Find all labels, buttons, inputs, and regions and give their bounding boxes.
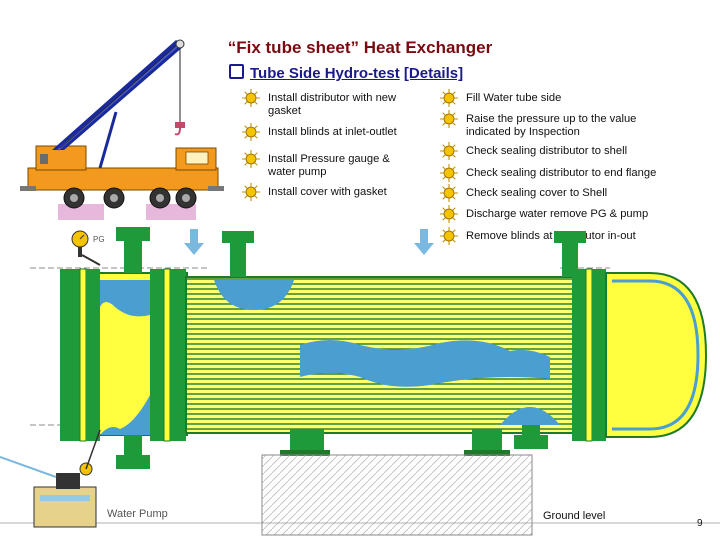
section-subtitle: Tube Side Hydro-test [Details] — [229, 64, 463, 82]
sun-icon — [440, 227, 458, 245]
ground-level-label: Ground level — [543, 510, 606, 522]
step-item: Discharge water remove PG & pump — [440, 205, 715, 223]
step-text: Fill Water tube side — [466, 92, 562, 104]
sun-icon — [242, 183, 260, 201]
sun-icon — [242, 123, 260, 141]
page-title: “Fix tube sheet” Heat Exchanger — [227, 38, 493, 57]
checkbox-bullet-icon — [229, 64, 244, 79]
step-item: Remove blinds at distributor in-out — [440, 227, 715, 245]
step-text: Remove blinds at distributor in-out — [466, 230, 636, 242]
sun-icon — [440, 184, 458, 202]
step-item: Raise the pressure up to the value indic… — [440, 110, 640, 139]
sun-icon — [440, 164, 458, 182]
step-text: Install blinds at inlet-outlet — [268, 126, 397, 138]
sun-icon — [242, 150, 260, 168]
water-pump-icon — [33, 429, 101, 528]
step-item: Install Pressure gauge & water pump — [242, 150, 412, 179]
pressure-gauge-icon — [71, 230, 89, 257]
sun-icon — [242, 89, 260, 107]
heat-exchanger-diagram — [0, 227, 720, 536]
step-item: Install distributor with new gasket — [242, 89, 432, 118]
step-text: Raise the pressure up to the value indic… — [466, 113, 637, 138]
step-text: Install Pressure gauge & water pump — [268, 153, 390, 178]
top-nozzle — [116, 227, 586, 277]
step-text: Check sealing cover to Shell — [466, 187, 608, 199]
step-text: Discharge water remove PG & pump — [466, 208, 649, 220]
step-item: Install cover with gasket — [242, 183, 432, 201]
water-pump-label: Water Pump — [107, 508, 168, 520]
step-text: Check sealing distributor to shell — [466, 145, 628, 157]
step-text: Install distributor with new gasket — [268, 92, 397, 117]
sun-icon — [440, 205, 458, 223]
sun-icon — [440, 110, 458, 128]
step-item: Check sealing distributor to shell — [440, 142, 715, 160]
step-item: Fill Water tube side — [440, 89, 715, 107]
step-item: Install blinds at inlet-outlet — [242, 123, 432, 141]
sun-icon — [440, 89, 458, 107]
step-item: Check sealing cover to Shell — [440, 184, 715, 202]
page-number: 9 — [697, 518, 703, 529]
crane-icon — [20, 39, 224, 220]
sun-icon — [440, 142, 458, 160]
step-item: Check sealing distributor to end flange — [440, 164, 715, 182]
pressure-gauge-label: PG — [93, 235, 105, 244]
step-text: Check sealing distributor to end flange — [466, 167, 657, 179]
details-link[interactable]: [Details] — [403, 65, 464, 82]
subtitle-label: Tube Side Hydro-test — [250, 65, 400, 82]
step-text: Install cover with gasket — [268, 186, 387, 198]
